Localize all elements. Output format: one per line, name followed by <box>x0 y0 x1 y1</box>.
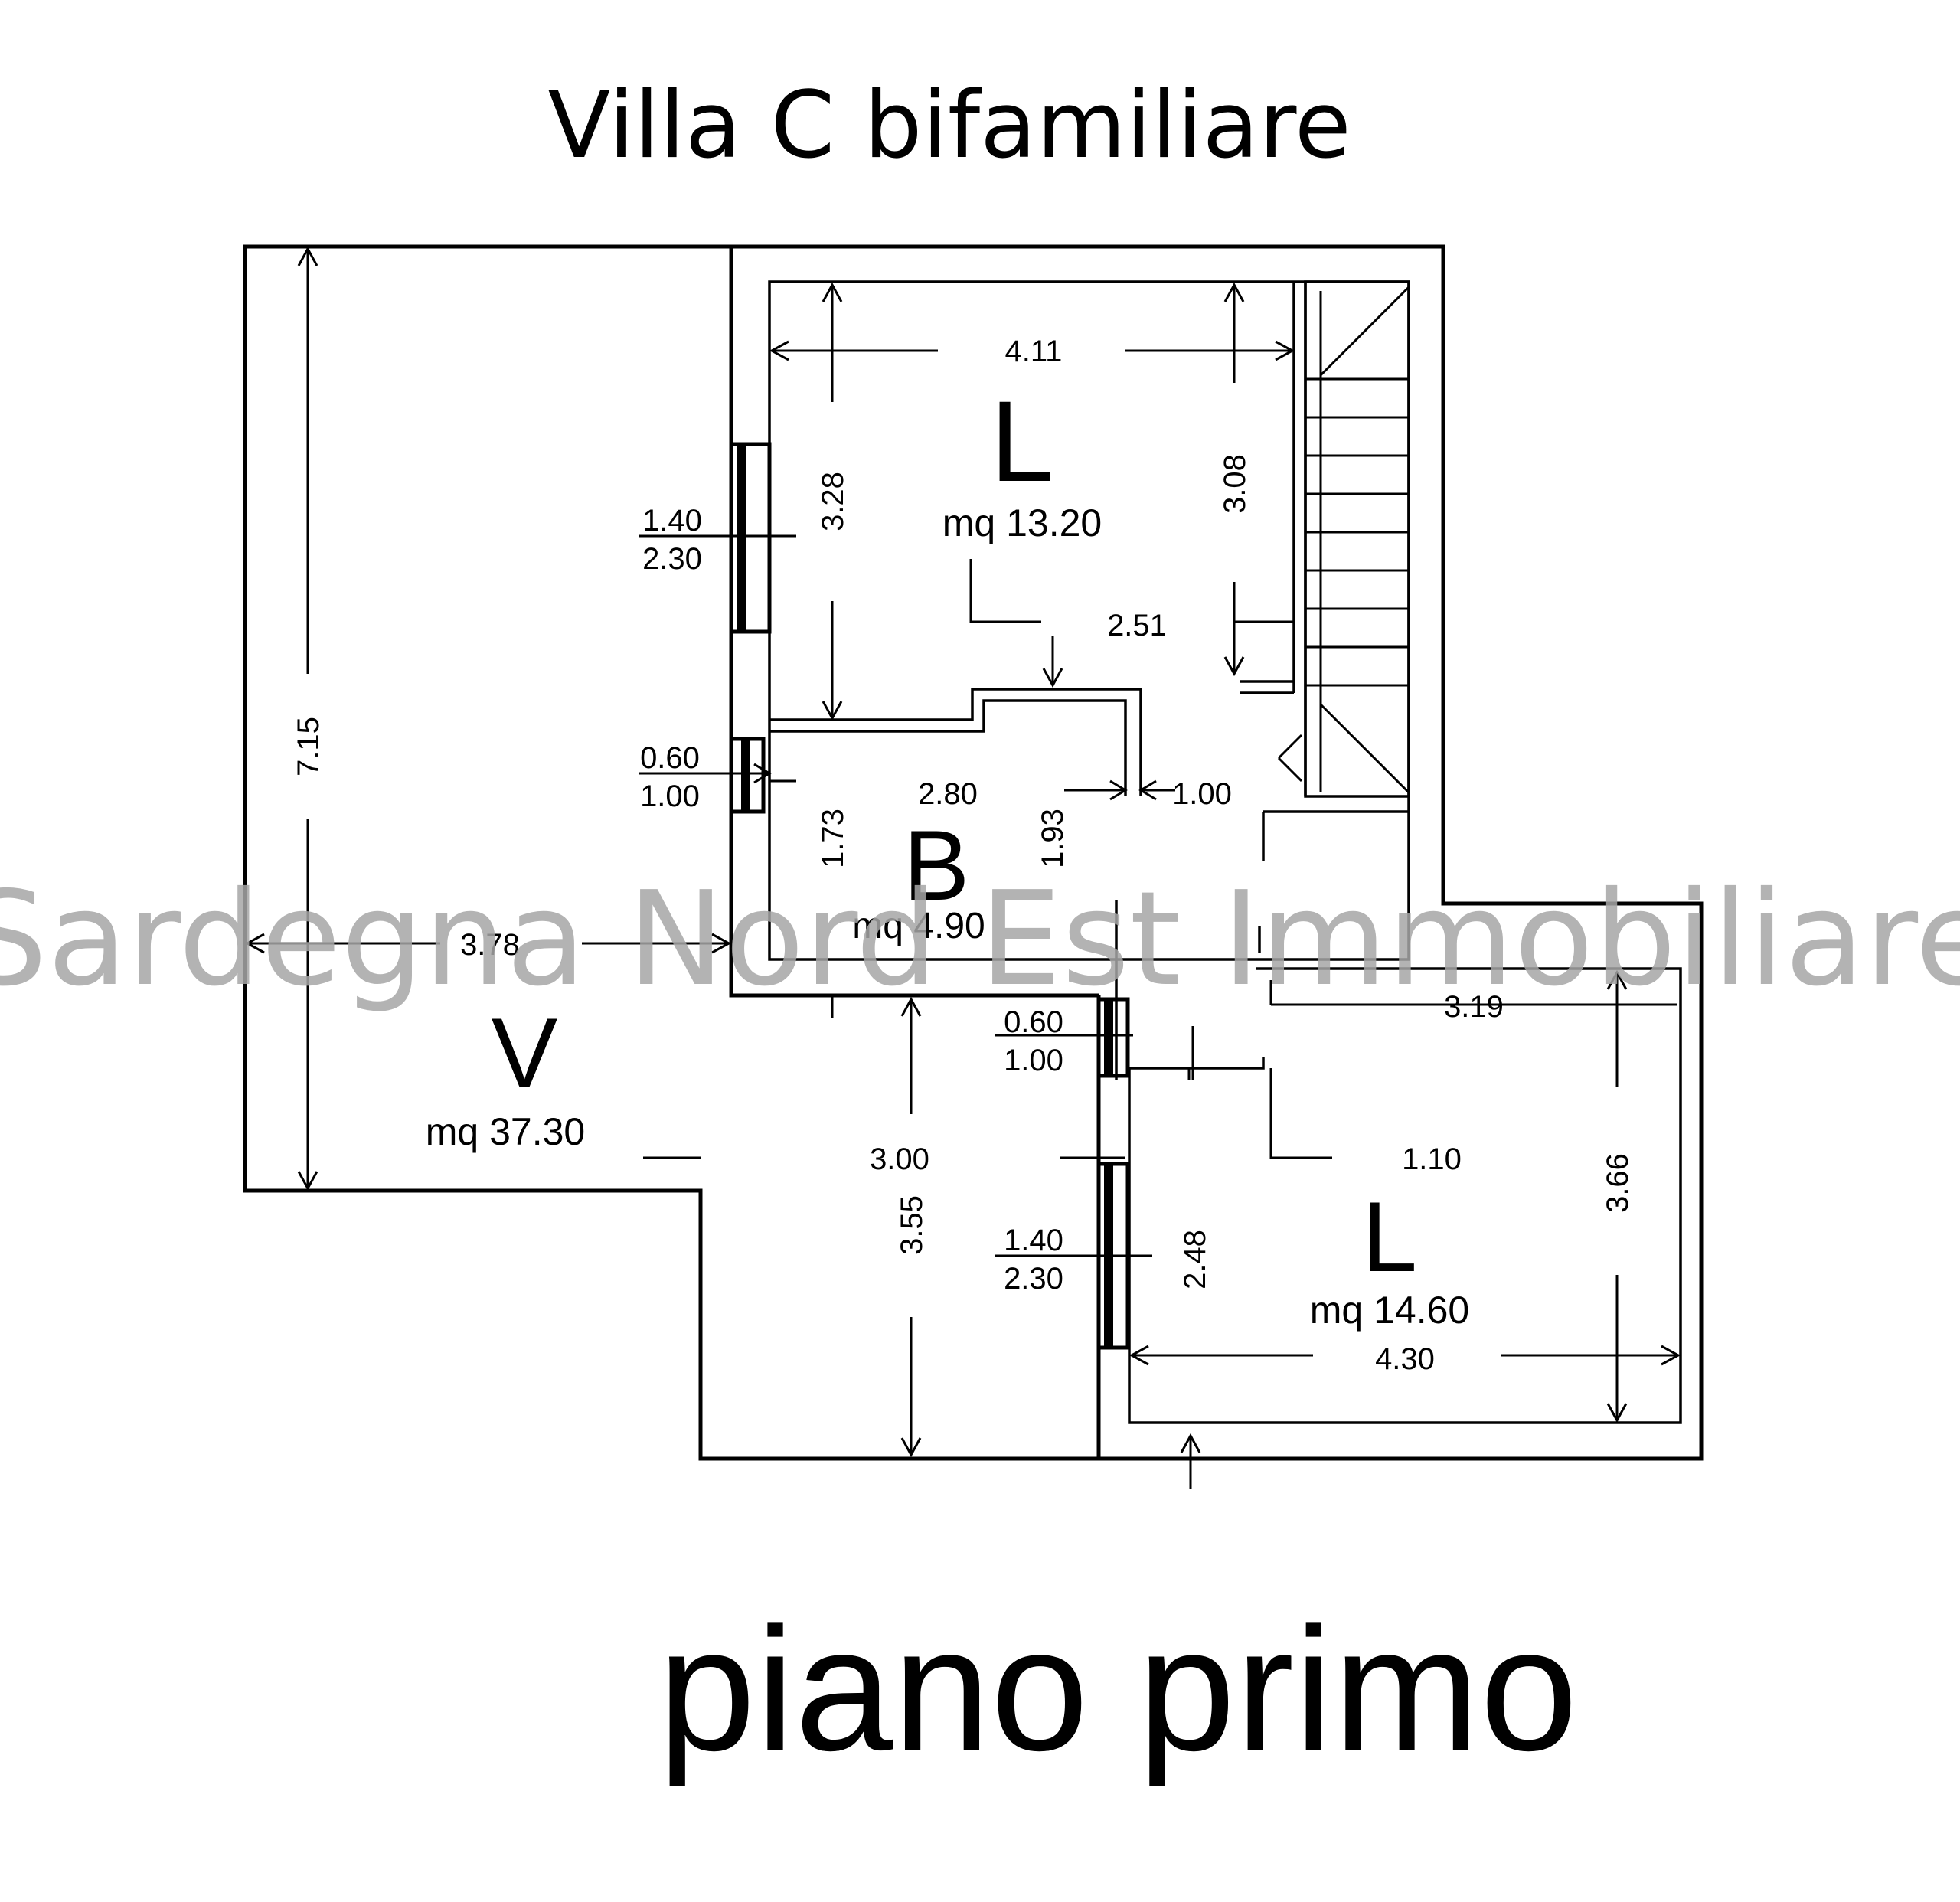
room-area: mq 14.60 <box>1310 1289 1469 1332</box>
plan-title: Villa C bifamiliare <box>547 73 1351 179</box>
watermark: Sardegna Nord Est Immobiliare <box>0 864 1960 1015</box>
dimension-label: 2.30 <box>1004 1262 1063 1296</box>
dimension-label: 1.00 <box>1172 777 1232 811</box>
dimension-label: 3.08 <box>1218 454 1252 514</box>
dimension-label: 0.60 <box>1004 1005 1063 1039</box>
room-area: mq 37.30 <box>426 1110 585 1153</box>
dimension-label: 2.48 <box>1178 1230 1212 1289</box>
dimension-labels: 4.11 3.28 3.08 2.51 1.40 2.30 0.60 1.00 … <box>292 335 1635 1376</box>
room-letter: L <box>1362 1181 1417 1293</box>
room-letter: B <box>903 809 970 921</box>
dimension-label: 3.78 <box>460 928 520 962</box>
room-letter: V <box>492 997 558 1109</box>
room-labels: L mq 13.20 B mq 4.90 V mq 37.30 L mq 14.… <box>426 377 1469 1332</box>
dimension-label: 3.19 <box>1444 990 1504 1024</box>
exterior-walls <box>243 244 1704 1461</box>
dimension-label: 4.11 <box>1005 335 1063 368</box>
dimension-label: 1.10 <box>1402 1142 1462 1176</box>
room-area: mq 13.20 <box>942 502 1102 544</box>
dimension-label: 0.60 <box>640 741 700 775</box>
staircase <box>1277 280 1410 798</box>
dimension-label: 3.55 <box>895 1195 929 1255</box>
dimension-label: 3.00 <box>870 1142 929 1176</box>
dimension-label: 1.40 <box>642 504 702 538</box>
dimension-label: 1.00 <box>1004 1044 1063 1077</box>
dimension-lines <box>244 246 1681 1489</box>
dimension-label: 1.93 <box>1036 809 1070 868</box>
dimension-label: 2.80 <box>918 777 978 811</box>
dimension-label: 4.30 <box>1375 1342 1435 1376</box>
dimension-label: 1.40 <box>1004 1224 1063 1257</box>
dimension-label: 1.73 <box>816 809 850 868</box>
room-letter: L <box>990 377 1054 505</box>
room-area: mq 4.90 <box>852 906 985 946</box>
dimension-label: 1.00 <box>640 779 700 813</box>
dimension-label: 2.51 <box>1107 609 1167 642</box>
dimension-label: 7.15 <box>292 717 325 776</box>
floor-label: piano primo <box>658 1590 1578 1787</box>
dimension-label: 3.28 <box>816 472 850 531</box>
dimension-label: 3.66 <box>1601 1153 1635 1213</box>
dimension-label: 2.30 <box>642 542 702 576</box>
